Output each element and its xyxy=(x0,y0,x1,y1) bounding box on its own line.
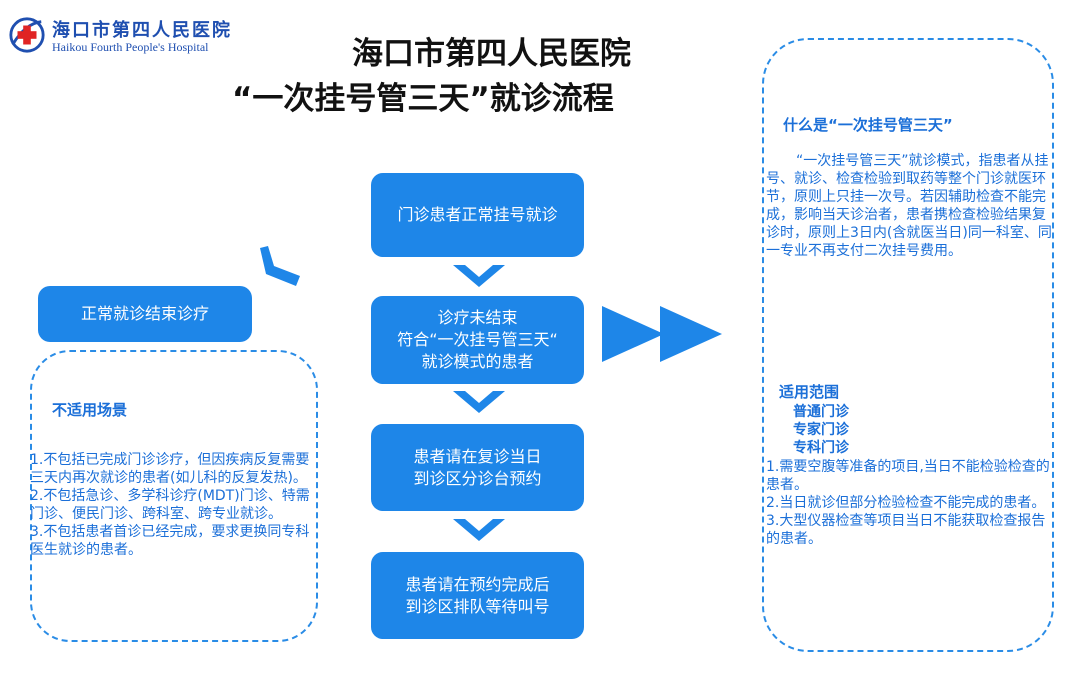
flow-step-eligible: 诊疗未结束 符合“一次挂号管三天“ 就诊模式的患者 xyxy=(371,296,584,384)
page-title-line1: 海口市第四人民医院 xyxy=(352,36,631,72)
not-applicable-list: 1.不包括已完成门诊诊疗，但因疾病反复需要三天内再次就诊的患者(如儿科的反复发热… xyxy=(30,451,316,559)
not-applicable-title: 不适用场景 xyxy=(52,401,128,419)
info-panel xyxy=(762,38,1054,652)
flow-step-queue: 患者请在预约完成后 到诊区排队等待叫号 xyxy=(371,552,584,639)
logo-name-en: Haikou Fourth People's Hospital xyxy=(52,40,209,54)
list-item: 1.需要空腹等准备的项目,当日不能检验检查的患者。 xyxy=(766,459,1050,493)
list-item: 1.不包括已完成门诊诊疗，但因疾病反复需要三天内再次就诊的患者(如儿科的反复发热… xyxy=(30,452,310,486)
chevron-down-icon xyxy=(453,265,505,287)
flow-step-register: 门诊患者正常挂号就诊 xyxy=(371,173,584,257)
flow-step-end: 正常就诊结束诊疗 xyxy=(38,286,252,342)
list-item: 3.不包括患者首诊已经完成，要求更换同专科医生就诊的患者。 xyxy=(30,524,310,558)
flow-step-appointment: 患者请在复诊当日 到诊区分诊台预约 xyxy=(371,424,584,511)
return-arrow-icon xyxy=(260,246,300,286)
double-arrow-right-icon xyxy=(602,306,722,362)
scope-item: 专科门诊 xyxy=(793,440,849,456)
list-item: 2.不包括急诊、多学科诊疗(MDT)门诊、特需门诊、便民门诊、跨科室、跨专业就诊… xyxy=(30,488,310,522)
scope-item: 专家门诊 xyxy=(793,422,849,438)
what-is-paragraph: “一次挂号管三天”就诊模式，指患者从挂号、就诊、检查检验到取药等整个门诊就医环节… xyxy=(766,153,1052,259)
hospital-cross-icon xyxy=(9,17,45,53)
page-title-line2: “一次挂号管三天”就诊流程 xyxy=(232,81,614,117)
chevron-down-icon xyxy=(453,519,505,541)
logo-name-cn: 海口市第四人民医院 xyxy=(52,20,232,41)
scope-item: 普通门诊 xyxy=(793,404,849,420)
scope-list: 1.需要空腹等准备的项目,当日不能检验检查的患者。 2.当日就诊但部分检验检查不… xyxy=(766,458,1052,548)
list-item: 3.大型仪器检查等项目当日不能获取检查报告的患者。 xyxy=(766,513,1046,547)
hospital-logo: 海口市第四人民医院 Haikou Fourth People's Hospita… xyxy=(8,14,248,58)
chevron-down-icon xyxy=(453,391,505,413)
not-applicable-panel xyxy=(30,350,318,642)
what-is-title: 什么是“一次挂号管三天” xyxy=(783,116,953,134)
list-item: 2.当日就诊但部分检验检查不能完成的患者。 xyxy=(766,495,1046,511)
scope-title: 适用范围 xyxy=(779,383,840,401)
